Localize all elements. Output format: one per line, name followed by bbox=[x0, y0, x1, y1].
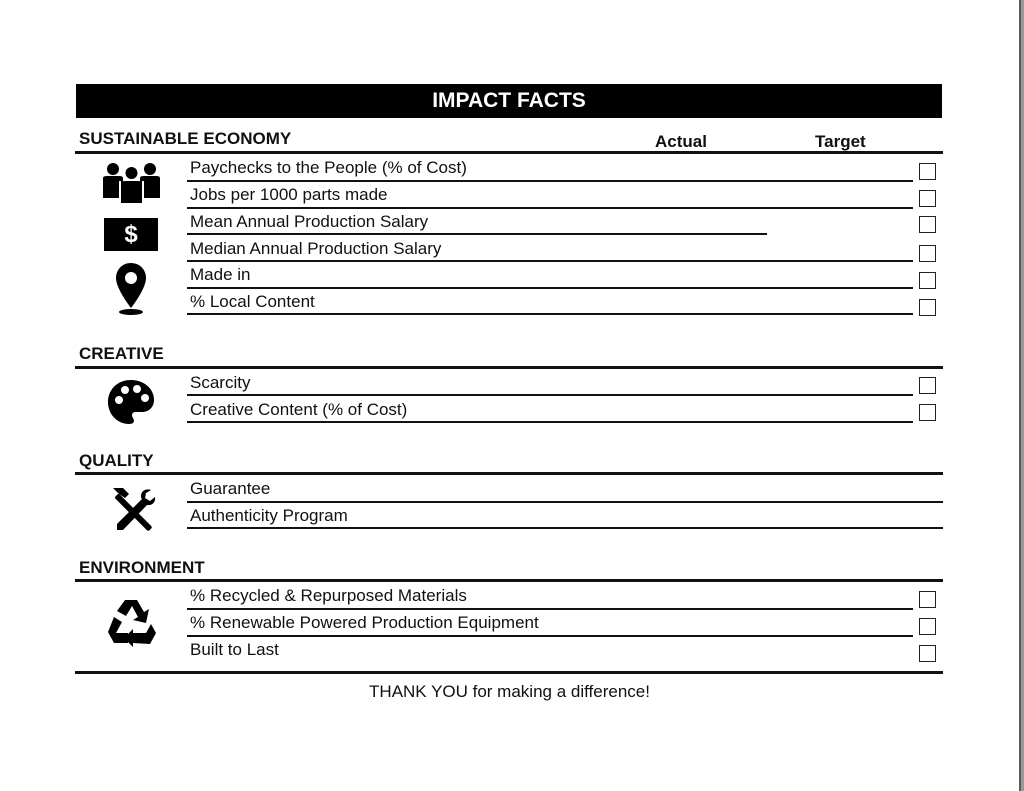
row-label-recycled: % Recycled & Repurposed Materials bbox=[190, 586, 467, 605]
section-heading-creative: CREATIVE bbox=[79, 344, 164, 363]
row-label-renewable: % Renewable Powered Production Equipment bbox=[190, 613, 539, 632]
section-divider bbox=[75, 579, 943, 582]
row-line bbox=[187, 501, 943, 503]
row-label-built-to-last: Built to Last bbox=[190, 640, 279, 659]
target-checkbox[interactable] bbox=[919, 272, 936, 289]
section-divider bbox=[75, 366, 943, 369]
row-label-guarantee: Guarantee bbox=[190, 479, 271, 498]
target-checkbox[interactable] bbox=[919, 377, 936, 394]
target-checkbox[interactable] bbox=[919, 645, 936, 662]
target-checkbox[interactable] bbox=[919, 591, 936, 608]
page-title: IMPACT FACTS bbox=[432, 89, 586, 112]
row-line bbox=[187, 608, 913, 610]
page-edge bbox=[1019, 0, 1024, 791]
target-checkbox[interactable] bbox=[919, 618, 936, 635]
section-divider bbox=[75, 472, 943, 475]
footer-message: THANK YOU for making a difference! bbox=[369, 682, 650, 701]
row-label-median-salary: Median Annual Production Salary bbox=[190, 239, 442, 258]
section-divider bbox=[75, 151, 943, 154]
row-label-creative-content: Creative Content (% of Cost) bbox=[190, 400, 408, 419]
row-line bbox=[187, 394, 913, 396]
target-checkbox[interactable] bbox=[919, 245, 936, 262]
section-heading-quality: QUALITY bbox=[79, 451, 154, 470]
row-label-mean-salary: Mean Annual Production Salary bbox=[190, 212, 429, 231]
row-line bbox=[187, 421, 913, 423]
row-line bbox=[187, 313, 913, 315]
people-icon bbox=[103, 163, 160, 203]
row-label-authenticity: Authenticity Program bbox=[190, 506, 348, 525]
row-line bbox=[187, 635, 913, 637]
palette-icon bbox=[108, 380, 154, 424]
row-line bbox=[187, 180, 913, 182]
column-header-actual: Actual bbox=[655, 132, 707, 151]
section-heading-sustainable-economy: SUSTAINABLE ECONOMY bbox=[79, 129, 292, 148]
row-label-made-in: Made in bbox=[190, 265, 251, 284]
target-checkbox[interactable] bbox=[919, 216, 936, 233]
row-line bbox=[187, 233, 767, 235]
target-checkbox[interactable] bbox=[919, 163, 936, 180]
row-line bbox=[187, 260, 913, 262]
row-label-local-content: % Local Content bbox=[190, 292, 315, 311]
row-line bbox=[187, 527, 943, 529]
section-heading-environment: ENVIRONMENT bbox=[79, 558, 205, 577]
row-line bbox=[187, 207, 913, 209]
tools-icon bbox=[113, 488, 156, 531]
row-label-paychecks: Paychecks to the People (% of Cost) bbox=[190, 158, 467, 177]
title-bar: IMPACT FACTS bbox=[76, 84, 942, 118]
row-label-scarcity: Scarcity bbox=[190, 373, 251, 392]
column-header-target: Target bbox=[815, 132, 866, 151]
dollar-icon: $ bbox=[104, 218, 158, 251]
map-pin-icon bbox=[116, 263, 146, 315]
target-checkbox[interactable] bbox=[919, 404, 936, 421]
target-checkbox[interactable] bbox=[919, 190, 936, 207]
section-divider bbox=[75, 671, 943, 674]
row-label-jobs: Jobs per 1000 parts made bbox=[190, 185, 388, 204]
target-checkbox[interactable] bbox=[919, 299, 936, 316]
recycle-icon bbox=[108, 600, 156, 647]
row-line bbox=[187, 287, 913, 289]
